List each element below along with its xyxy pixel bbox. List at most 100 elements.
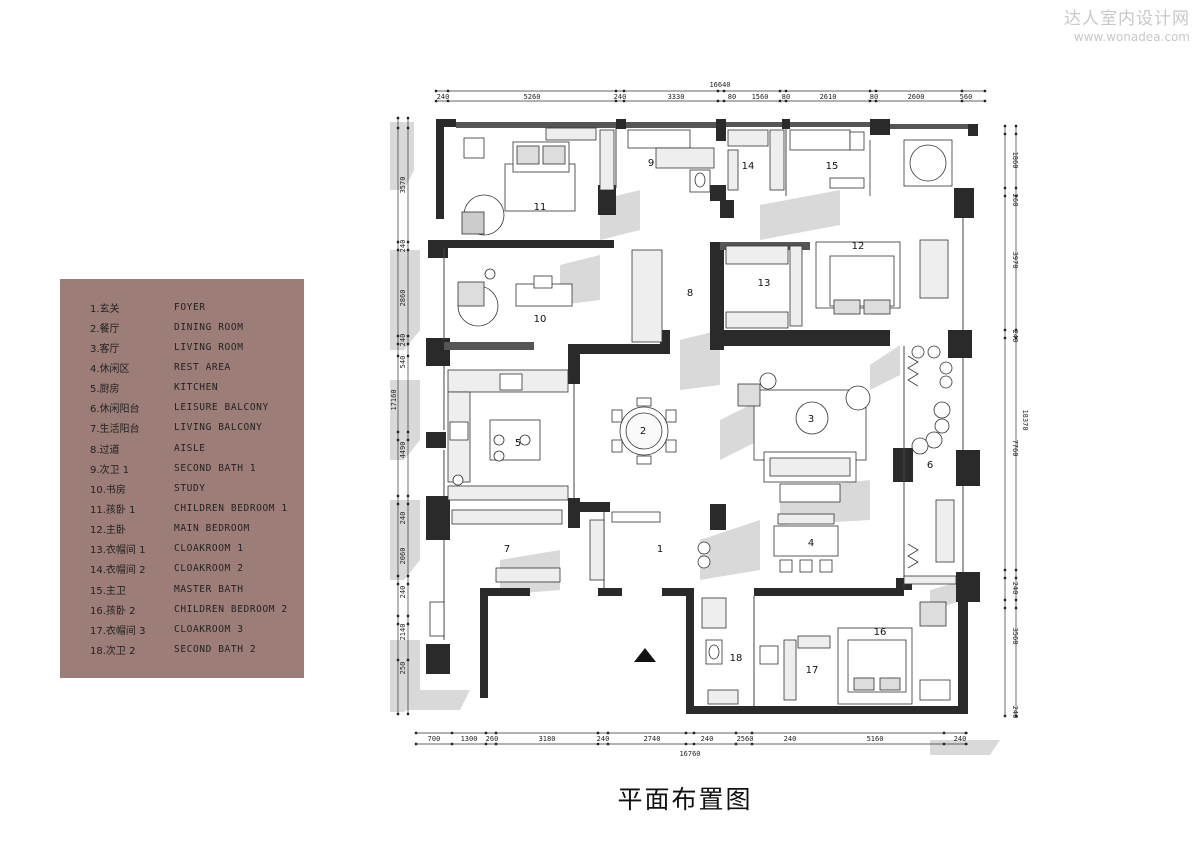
dim-left-segment: 240 xyxy=(399,240,407,253)
dimension-tick xyxy=(406,574,410,578)
dim-left-segment: 2140 xyxy=(399,624,407,641)
room-number-8: 8 xyxy=(687,288,693,299)
dim-bottom-segment: 240 xyxy=(597,735,610,743)
dimension-tick xyxy=(606,742,610,746)
legend-item-cn: 18.次卫 2 xyxy=(90,645,136,657)
dimension-tick xyxy=(406,658,410,662)
dimension-tick xyxy=(396,494,400,498)
dim-bottom-segment: 700 xyxy=(428,735,441,743)
dimension-tick xyxy=(406,582,410,586)
dimension-tick xyxy=(868,89,872,93)
dim-top-segment: 80 xyxy=(870,93,878,101)
dim-top-segment: 240 xyxy=(614,93,627,101)
room-number-11: 11 xyxy=(534,202,547,213)
dim-bottom-segment: 240 xyxy=(701,735,714,743)
dimension-tick xyxy=(396,658,400,662)
dimension-tick xyxy=(396,430,400,434)
dimension-tick xyxy=(874,99,878,103)
dimension-tick xyxy=(684,731,688,735)
dimension-tick xyxy=(1003,606,1007,610)
dim-left-segment: 3570 xyxy=(399,177,407,194)
dim-left-segment: 540 xyxy=(399,356,407,369)
dimension-tick xyxy=(622,89,626,93)
dimension-tick xyxy=(434,99,438,103)
partition-lines xyxy=(443,128,964,706)
room-number-10: 10 xyxy=(534,314,547,325)
room-6-furniture xyxy=(903,345,957,585)
dimension-tick xyxy=(1014,186,1018,190)
dimension-tick xyxy=(406,126,410,130)
dimension-tick xyxy=(396,240,400,244)
dimension-tick xyxy=(868,99,872,103)
dim-top-segment: 80 xyxy=(782,93,790,101)
dimension-tick xyxy=(983,89,987,93)
legend-item-en: LEISURE BALCONY xyxy=(174,402,269,414)
dimension-tick xyxy=(750,742,754,746)
dim-bottom-segment: 1300 xyxy=(461,735,478,743)
legend-item-cn: 7.生活阳台 xyxy=(90,424,140,436)
legend-item-en: MAIN BEDROOM xyxy=(174,523,250,535)
entry-arrow-icon xyxy=(634,648,656,662)
dimension-tick xyxy=(784,89,788,93)
legend-item-cn: 3.客厅 xyxy=(90,343,120,355)
watermark: 达人室内设计网 www.wonadea.com xyxy=(1064,4,1190,44)
room-number-12: 12 xyxy=(852,241,865,252)
legend-item-en: LIVING ROOM xyxy=(174,341,244,353)
dimension-tick xyxy=(396,582,400,586)
room-10-furniture xyxy=(457,249,663,343)
dimension-tick xyxy=(964,742,968,746)
dimension-tick xyxy=(1003,568,1007,572)
dim-right-segment: 3560 xyxy=(1011,628,1019,645)
dimension-tick xyxy=(1014,598,1018,602)
legend-item-en: CLOAKROOM 1 xyxy=(174,543,244,555)
dim-bottom-segment: 2560 xyxy=(737,735,754,743)
legend-item-cn: 16.孩卧 2 xyxy=(90,605,136,617)
legend-item-en: DINING ROOM xyxy=(174,321,244,333)
dimension-tick xyxy=(778,89,782,93)
dim-right-segment: 240 xyxy=(1011,582,1019,595)
legend-item: 2.餐厅 DINING ROOM xyxy=(90,317,304,337)
dimension-tick xyxy=(406,712,410,716)
dimension-tick xyxy=(396,502,400,506)
dimension-tick xyxy=(983,99,987,103)
room-number-4: 4 xyxy=(808,538,814,549)
walls xyxy=(426,119,980,714)
dimension-tick xyxy=(692,731,696,735)
dimension-tick xyxy=(396,712,400,716)
dimension-tick xyxy=(406,438,410,442)
room-number-13: 13 xyxy=(758,278,771,289)
dimension-tick xyxy=(722,99,726,103)
legend-item-en: AISLE xyxy=(174,442,206,454)
watermark-text: 达人室内设计网 xyxy=(1064,9,1190,29)
legend-item-en: CHILDREN BEDROOM 2 xyxy=(174,603,288,615)
dimension-tick xyxy=(434,89,438,93)
dimension-tick xyxy=(396,334,400,338)
dimension-tick xyxy=(396,354,400,358)
dimension-tick xyxy=(1014,714,1018,718)
dimension-tick xyxy=(692,742,696,746)
room-number-18: 18 xyxy=(730,653,743,664)
legend-item-en: REST AREA xyxy=(174,361,231,373)
dim-left-segment: 4490 xyxy=(399,442,407,459)
dim-bottom-segment: 240 xyxy=(954,735,967,743)
dimension-tick xyxy=(396,438,400,442)
dimension-tick xyxy=(614,99,618,103)
room-number-5: 5 xyxy=(515,438,521,449)
dimension-tick xyxy=(1014,132,1018,136)
legend-item-en: KITCHEN xyxy=(174,382,219,394)
dimension-tick xyxy=(1014,328,1018,332)
dimension-tick xyxy=(406,494,410,498)
room-11-furniture xyxy=(461,127,597,236)
legend-item-cn: 2.餐厅 xyxy=(90,323,120,335)
